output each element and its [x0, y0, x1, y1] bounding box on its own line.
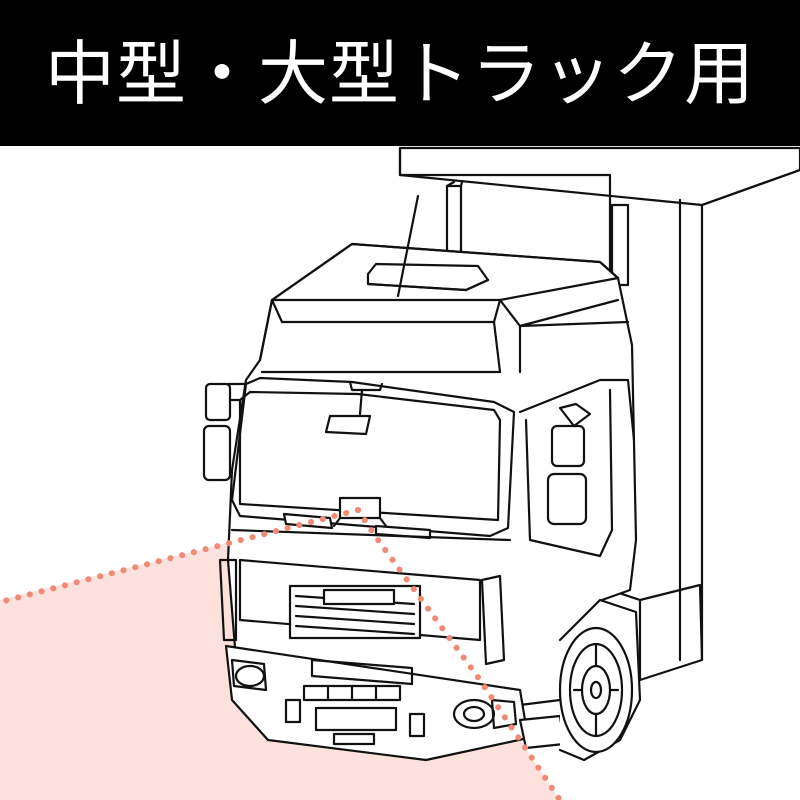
- coverage-right-boundary: [355, 507, 563, 800]
- title-text: 中型・大型トラック用: [45, 33, 755, 115]
- coverage-left-boundary: [0, 507, 361, 605]
- truck-icon: [202, 146, 800, 762]
- coverage-boundary-lines: [0, 507, 563, 800]
- title-banner: 中型・大型トラック用: [0, 0, 800, 146]
